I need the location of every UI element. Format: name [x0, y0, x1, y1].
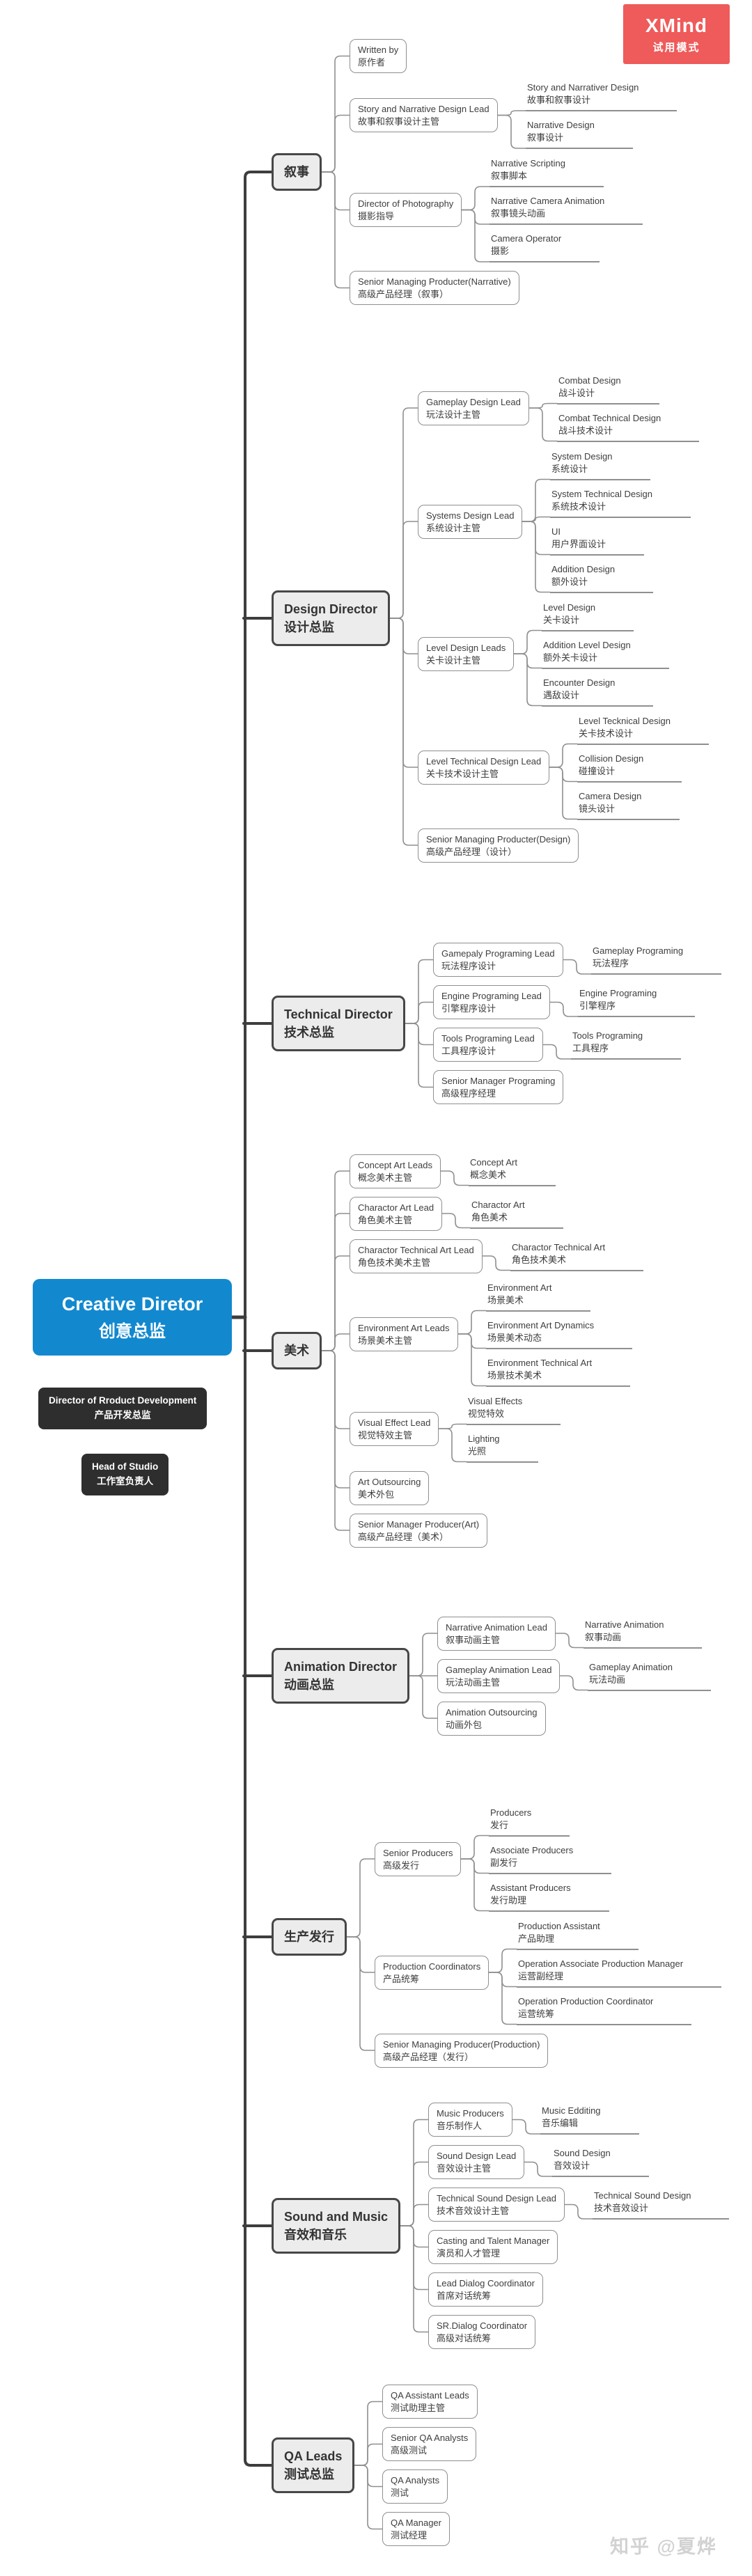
trial-mode-label: 试用模式	[652, 41, 700, 54]
xmind-logo-text: XMind	[645, 14, 707, 36]
floating-topic-en: Head of Studio	[92, 1461, 159, 1472]
root-topic-zh: 创意总监	[99, 1321, 166, 1341]
root-topic-creative-director[interactable]: Creative Diretor 创意总监	[33, 1279, 232, 1356]
floating-topic-zh: 工作室负责人	[97, 1475, 154, 1486]
topic-senior-managing-producer-production[interactable]: Senior Managing Producer(Production)高级产品…	[375, 2034, 549, 2068]
floating-topic-product-development[interactable]: Director of Rroduct Development 产品开发总监	[38, 1388, 207, 1429]
topic-senior-managing-producter-design[interactable]: Senior Managing Producter(Design)高级产品经理（…	[418, 828, 579, 863]
xmind-trial-badge[interactable]: XMind 试用模式	[623, 4, 730, 64]
topic-topic[interactable]: 叙事	[272, 153, 322, 191]
floating-topic-en: Director of Rroduct Development	[49, 1395, 197, 1406]
zhihu-watermark: 知乎 @夏烨	[610, 2536, 717, 2557]
floating-topic-head-of-studio[interactable]: Head of Studio 工作室负责人	[81, 1454, 169, 1495]
floating-topic-zh: 产品开发总监	[94, 1409, 151, 1420]
root-topic-en: Creative Diretor	[61, 1293, 203, 1314]
topic-topic[interactable]: 生产发行	[272, 1918, 347, 1956]
topic-senior-managing-producter-narrative[interactable]: Senior Managing Producter(Narrative)高级产品…	[350, 271, 519, 306]
topic-topic[interactable]: 美术	[272, 1332, 322, 1370]
topic-senior-manager-producer-art[interactable]: Senior Manager Producer(Art)高级产品经理（美术）	[350, 1514, 488, 1548]
